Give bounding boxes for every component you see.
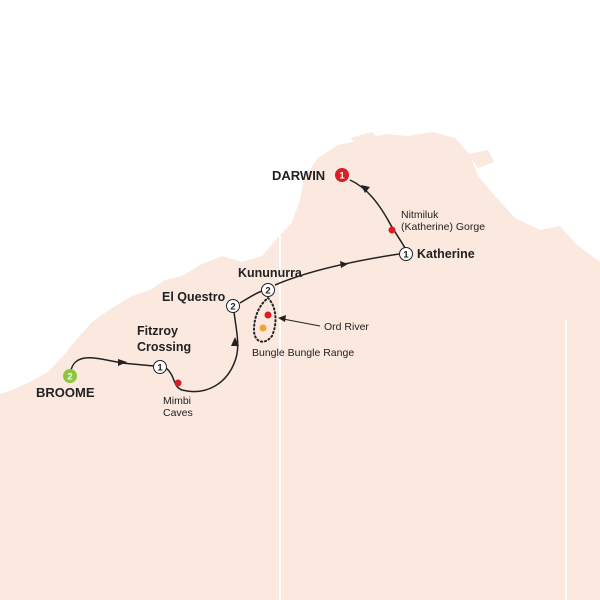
route-fitzroy-elquestro — [165, 311, 239, 393]
sight-dot-bungle-bungle — [259, 324, 267, 332]
svg-text:2: 2 — [265, 286, 270, 297]
stop-katherine[interactable]: 1 — [399, 247, 413, 261]
route-arrow — [231, 337, 239, 346]
island — [468, 150, 494, 168]
stop-el-questro[interactable]: 2 — [226, 299, 240, 313]
route-arrow — [118, 359, 127, 366]
label-ord-river: Ord River — [324, 321, 369, 333]
svg-text:1: 1 — [403, 250, 409, 261]
svg-text:2: 2 — [230, 302, 235, 313]
stop-darwin[interactable]: 1 — [335, 168, 349, 182]
ord-river-pointer — [282, 318, 321, 327]
sight-dot-nitmiluk-gorge — [388, 226, 396, 234]
label-mimbi-line1: Mimbi — [163, 395, 191, 407]
land-mass — [0, 132, 600, 600]
label-fitzroy-line1: Fitzroy — [137, 324, 178, 338]
label-el-questro: El Questro — [162, 290, 226, 304]
label-bungle-bungle: Bungle Bungle Range — [252, 347, 354, 359]
island — [372, 140, 412, 160]
label-mimbi-line2: Caves — [163, 407, 193, 419]
stop-kununurra[interactable]: 2 — [261, 283, 275, 297]
svg-text:1: 1 — [339, 171, 345, 182]
route-arrow — [340, 261, 348, 268]
route-elquestro-kununurra — [239, 290, 263, 304]
label-nitmiluk-line1: Nitmiluk — [401, 209, 439, 221]
svg-text:2: 2 — [67, 372, 72, 383]
ord-river-pointer-arrow — [278, 315, 286, 322]
route-kununurra-katherine — [274, 253, 400, 286]
stop-fitzroy-crossing[interactable]: 1 — [153, 360, 167, 374]
stop-broome[interactable]: 2 — [63, 369, 77, 383]
label-kununurra: Kununurra — [238, 266, 303, 280]
label-fitzroy-line2: Crossing — [137, 340, 191, 354]
bungle-bungle-loop — [252, 296, 277, 343]
route-arrow — [361, 185, 370, 193]
label-katherine: Katherine — [417, 247, 475, 261]
island — [350, 132, 380, 146]
label-darwin: DARWIN — [272, 168, 325, 183]
svg-text:1: 1 — [157, 363, 163, 374]
label-nitmiluk-line2: (Katherine) Gorge — [401, 221, 485, 233]
sight-dot-mimbi-caves — [174, 379, 182, 387]
label-broome: BROOME — [36, 385, 95, 400]
sight-dot-ord-river — [264, 311, 272, 319]
